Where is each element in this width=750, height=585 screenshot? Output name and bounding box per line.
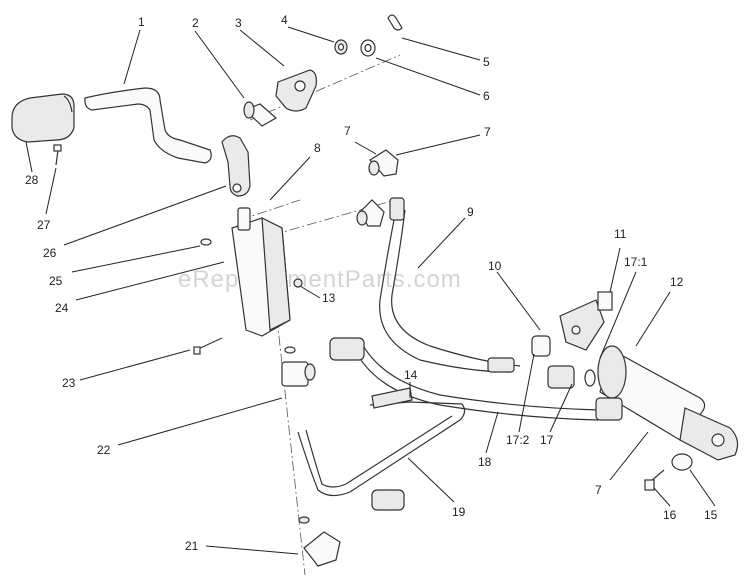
callout-16: 16 [663, 508, 677, 522]
callout-10: 10 [488, 259, 502, 273]
hydraulic-hose [359, 339, 601, 411]
nut [334, 39, 348, 55]
hydraulic-hose [391, 209, 521, 367]
callout-17-2: 17:2 [506, 433, 530, 447]
callout-3: 3 [235, 16, 242, 30]
pin [531, 335, 551, 357]
callout-8: 8 [314, 141, 321, 155]
clevis-block [559, 291, 613, 351]
pin [243, 101, 278, 127]
bolt [193, 337, 223, 355]
straight-fitting [547, 365, 575, 389]
steel-tube [305, 415, 453, 488]
hydraulic-hose [379, 214, 511, 373]
callout-24: 24 [55, 301, 69, 315]
link-plate [221, 135, 251, 197]
steel-tube [297, 401, 466, 497]
washer [360, 39, 376, 57]
callout-4: 4 [281, 13, 288, 27]
watermark-text: eReplacementParts.com [178, 266, 462, 293]
callout-26: 26 [43, 246, 57, 260]
callout-21: 21 [185, 539, 199, 553]
screw [53, 144, 62, 166]
callout-1: 1 [138, 15, 145, 29]
tee-fitting [281, 346, 316, 387]
handle-lever [84, 87, 212, 164]
callout-11: 11 [614, 227, 627, 241]
hose-end [487, 357, 515, 373]
callout-17-1: 17:1 [624, 255, 648, 269]
centerline [239, 199, 301, 221]
washer [671, 453, 693, 471]
callout-17: 17 [540, 433, 554, 447]
clevis [275, 69, 317, 112]
threaded-end [371, 387, 413, 409]
valve-body [231, 207, 291, 337]
callout-18: 18 [478, 455, 492, 469]
bolt [644, 469, 665, 491]
callout-12: 12 [670, 275, 684, 289]
centerline [249, 54, 401, 121]
cotter-pin [387, 14, 403, 31]
callout-7-right: 7 [484, 125, 491, 139]
elbow-fitting [298, 516, 341, 567]
hose-end [329, 337, 365, 361]
callout-27: 27 [37, 218, 51, 232]
callout-7-lower: 7 [595, 483, 602, 497]
elbow-fitting [356, 199, 385, 227]
callout-19: 19 [452, 505, 466, 519]
hydraulic-hose [355, 351, 599, 421]
elbow-fitting [368, 149, 399, 177]
fitting [293, 278, 303, 288]
callout-28: 28 [25, 173, 39, 187]
callout-13: 13 [322, 291, 336, 305]
hose-end [371, 489, 405, 511]
leader-lines [25, 26, 716, 555]
centerline [274, 299, 306, 576]
callout-9: 9 [467, 205, 474, 219]
callout-7-upper: 7 [344, 124, 351, 138]
handle-grip [11, 93, 75, 143]
callout-25: 25 [49, 274, 63, 288]
callout-15: 15 [704, 508, 718, 522]
callout-23: 23 [62, 376, 76, 390]
screw [200, 238, 212, 246]
callout-5: 5 [483, 55, 490, 69]
hose-end [389, 197, 405, 221]
callout-22: 22 [97, 443, 111, 457]
straight-fitting [595, 397, 623, 421]
callout-6: 6 [483, 89, 490, 103]
callout-14: 14 [404, 368, 418, 382]
o-ring [584, 369, 596, 387]
callout-2: 2 [192, 16, 199, 30]
